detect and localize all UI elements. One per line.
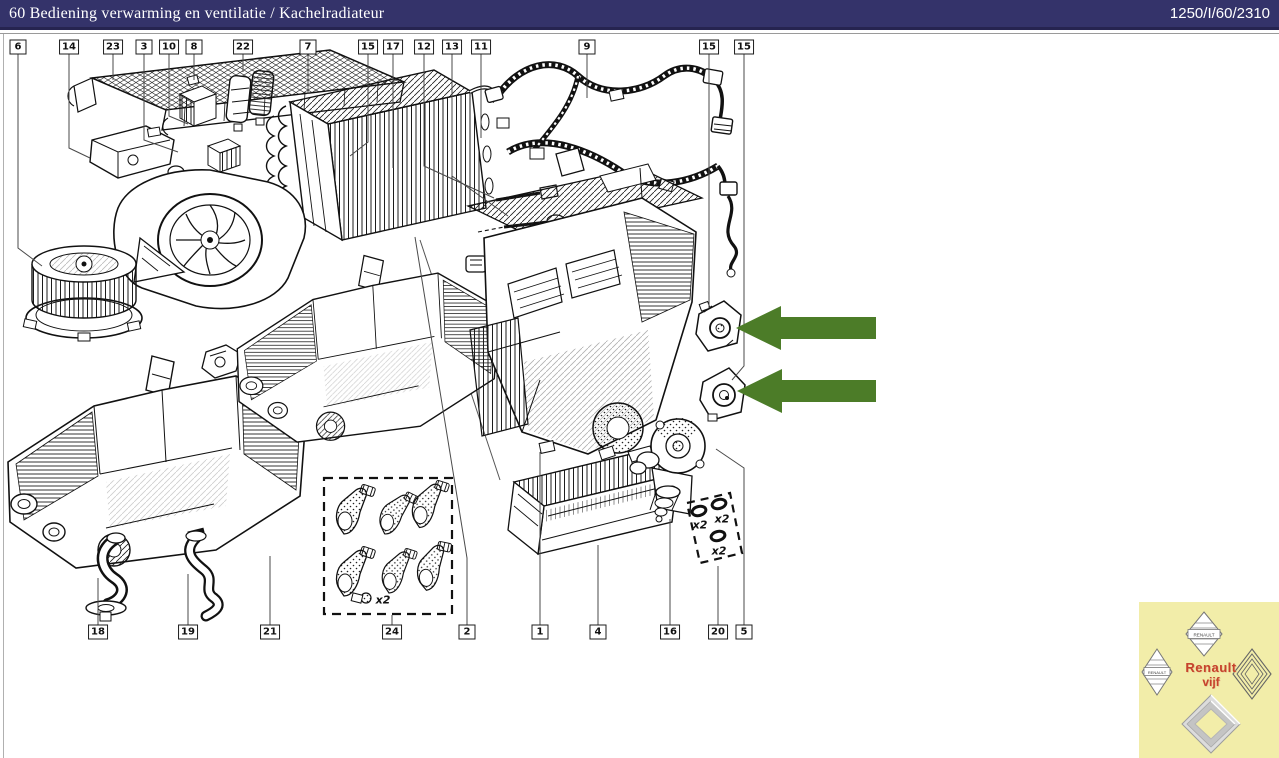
orings-inset-drawing bbox=[685, 491, 744, 565]
leader-line-12 bbox=[423, 54, 495, 199]
logo-model-text: vijf bbox=[1202, 675, 1220, 689]
callout-12[interactable]: 12 bbox=[414, 39, 434, 55]
leader-line-13 bbox=[451, 54, 509, 217]
green-arrow-annotation-2 bbox=[737, 369, 876, 413]
diamond-badge-top-icon: RENAULT bbox=[1185, 611, 1223, 657]
leader-line-10 bbox=[168, 54, 189, 125]
callout-23[interactable]: 23 bbox=[103, 39, 123, 55]
callout-22[interactable]: 22 bbox=[233, 39, 253, 55]
blower-motor-drawing bbox=[22, 245, 143, 342]
linkage-parts-inset-drawing bbox=[322, 476, 458, 616]
callout-15[interactable]: 15 bbox=[699, 39, 719, 55]
heater-assembly-drawing bbox=[466, 147, 704, 461]
callout-11[interactable]: 11 bbox=[471, 39, 491, 55]
leader-line-5 bbox=[715, 448, 745, 625]
callout-16[interactable]: 16 bbox=[660, 624, 680, 640]
callout-7[interactable]: 7 bbox=[299, 39, 317, 55]
renault-vijf-logo: RENAULT RENAULT bbox=[1139, 602, 1279, 758]
callout-13[interactable]: 13 bbox=[442, 39, 462, 55]
callout-14[interactable]: 14 bbox=[59, 39, 79, 55]
page-title: 60 Bediening verwarming en ventilatie / … bbox=[9, 4, 385, 22]
callout-15[interactable]: 15 bbox=[358, 39, 378, 55]
quantity-label-3: x2 bbox=[714, 512, 730, 526]
callout-18[interactable]: 18 bbox=[88, 624, 108, 640]
callout-10[interactable]: 10 bbox=[159, 39, 179, 55]
lozenge-outline-icon bbox=[1232, 648, 1272, 700]
callout-9[interactable]: 9 bbox=[578, 39, 596, 55]
quantity-label-2: x2 bbox=[692, 518, 708, 532]
relay-parts-drawing bbox=[162, 74, 242, 173]
callout-3[interactable]: 3 bbox=[135, 39, 153, 55]
svg-text:RENAULT: RENAULT bbox=[1148, 670, 1167, 675]
frame-left-edge bbox=[3, 34, 4, 758]
callout-21[interactable]: 21 bbox=[260, 624, 280, 640]
callout-5[interactable]: 5 bbox=[735, 624, 753, 640]
quantity-label-4: x2 bbox=[711, 544, 727, 558]
leader-line-15 bbox=[349, 54, 369, 157]
connector-blocks-drawing bbox=[225, 69, 275, 132]
leader-line-6 bbox=[17, 54, 43, 267]
leader-line-15 bbox=[731, 54, 745, 381]
green-arrow-annotation-1 bbox=[736, 306, 876, 350]
drain-fitting-drawing bbox=[649, 485, 681, 523]
water-valve-drawing bbox=[629, 417, 706, 475]
clip-part-drawing bbox=[201, 344, 242, 379]
callout-4[interactable]: 4 bbox=[589, 624, 607, 640]
actuator-motors-drawing bbox=[695, 300, 746, 422]
callout-24[interactable]: 24 bbox=[382, 624, 402, 640]
leader-line-14 bbox=[68, 54, 91, 159]
leader-line-2 bbox=[414, 236, 468, 625]
frame-rule bbox=[0, 33, 1279, 34]
callout-8[interactable]: 8 bbox=[185, 39, 203, 55]
callout-6[interactable]: 6 bbox=[9, 39, 27, 55]
svg-text:RENAULT: RENAULT bbox=[1193, 633, 1214, 638]
logo-brand-text: Renault bbox=[1185, 660, 1237, 675]
callout-2[interactable]: 2 bbox=[458, 624, 476, 640]
callout-19[interactable]: 19 bbox=[178, 624, 198, 640]
lozenge-3d-icon bbox=[1181, 694, 1241, 754]
callout-20[interactable]: 20 bbox=[708, 624, 728, 640]
leader-line-3 bbox=[143, 54, 179, 153]
title-bar: 60 Bediening verwarming en ventilatie / … bbox=[0, 0, 1279, 30]
hose-parts-drawing bbox=[85, 527, 224, 622]
document-number: 1250/I/60/2310 bbox=[1169, 5, 1270, 22]
quantity-label-1: x2 bbox=[375, 593, 391, 607]
logo-art: RENAULT RENAULT bbox=[1141, 611, 1272, 754]
diamond-badge-left-icon: RENAULT bbox=[1141, 648, 1173, 696]
callout-1[interactable]: 1 bbox=[531, 624, 549, 640]
callout-15[interactable]: 15 bbox=[734, 39, 754, 55]
callout-17[interactable]: 17 bbox=[383, 39, 403, 55]
